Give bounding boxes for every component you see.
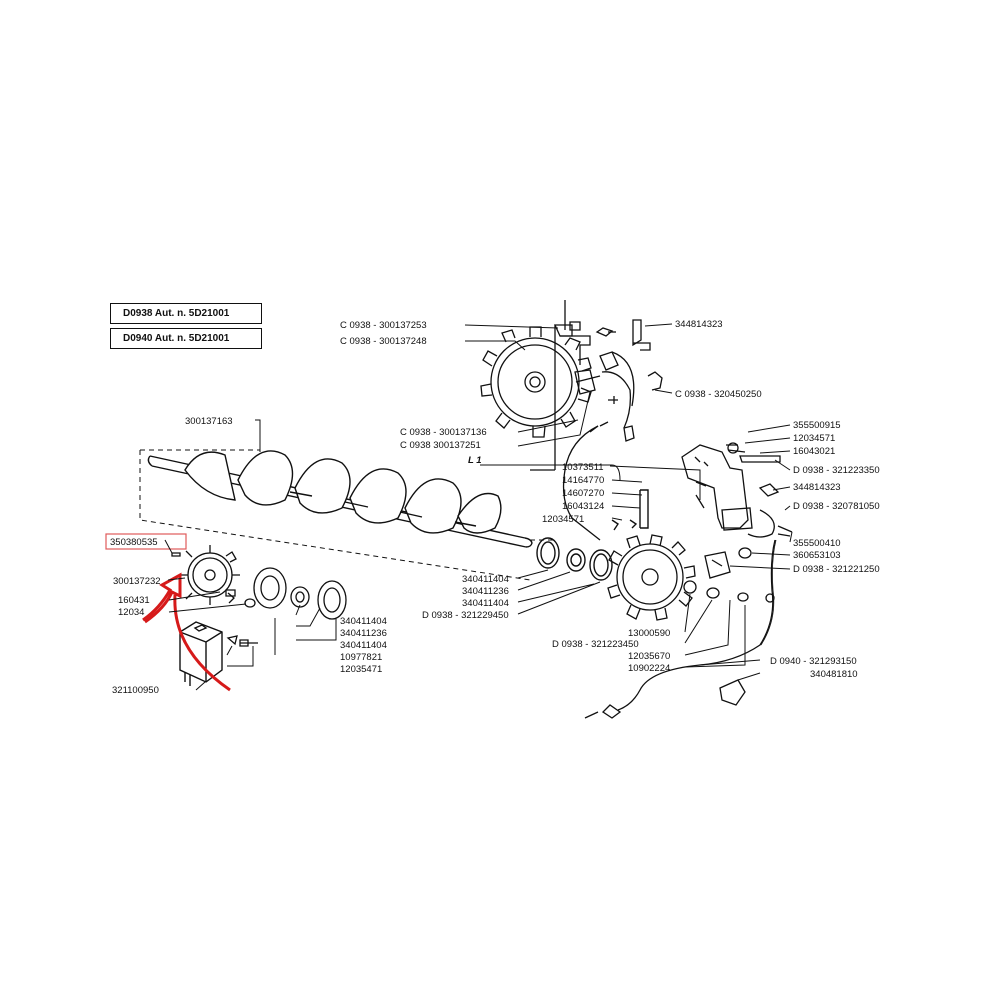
auger-screw bbox=[147, 450, 533, 548]
label-320450250: C 0938 - 320450250 bbox=[675, 389, 762, 400]
label-12034: 12034 bbox=[118, 607, 144, 618]
cable bbox=[584, 539, 777, 719]
top-bracket-assembly bbox=[553, 319, 663, 541]
label-300137136: C 0938 - 300137136 bbox=[400, 427, 487, 438]
label-344814323-top: 344814323 bbox=[675, 319, 723, 330]
label-10977821: 10977821 bbox=[340, 652, 382, 663]
label-321229450: D 0938 - 321229450 bbox=[422, 610, 509, 621]
label-360653103: 360653103 bbox=[793, 550, 841, 561]
label-355500410: 355500410 bbox=[793, 538, 841, 549]
label-340411404-b: 340411404 bbox=[340, 640, 387, 651]
label-300137251: C 0938 300137251 bbox=[400, 440, 481, 451]
motor-box bbox=[179, 621, 223, 686]
label-340411404-a: 340411404 bbox=[340, 616, 387, 627]
middle-bearings bbox=[536, 489, 649, 581]
highlight-box bbox=[105, 533, 187, 550]
right-sprocket bbox=[607, 534, 749, 621]
model-box-d0938: D0938 Aut. n. 5D21001 bbox=[110, 303, 262, 324]
label-321293150: D 0940 - 321293150 bbox=[770, 656, 857, 667]
label-16043124: 16043124 bbox=[562, 501, 604, 512]
label-344814323-right: 344814323 bbox=[793, 482, 841, 493]
label-300137163: 300137163 bbox=[185, 416, 233, 427]
label-10902224: 10902224 bbox=[628, 663, 670, 674]
curved-arrow-icon bbox=[173, 594, 231, 692]
label-12034571-b: 12034571 bbox=[542, 514, 584, 525]
label-300137248: C 0938 - 300137248 bbox=[340, 336, 427, 347]
model-box-d0938-text: D0938 Aut. n. 5D21001 bbox=[123, 308, 230, 319]
label-14607270: 14607270 bbox=[562, 488, 604, 499]
label-340411236-b: 340411236 bbox=[462, 586, 509, 597]
label-12035670: 12035670 bbox=[628, 651, 670, 662]
right-bracket bbox=[681, 442, 793, 579]
label-16043021: 16043021 bbox=[793, 446, 835, 457]
label-14164770: 14164770 bbox=[562, 475, 604, 486]
label-321223350: D 0938 - 321223350 bbox=[793, 465, 880, 476]
label-160431: 160431 bbox=[118, 595, 150, 606]
label-l1: L 1 bbox=[468, 455, 482, 466]
label-340411404-c: 340411404 bbox=[462, 574, 509, 585]
label-350380535: 350380535 bbox=[110, 537, 158, 548]
label-355500915: 355500915 bbox=[793, 420, 841, 431]
left-sprocket bbox=[171, 545, 347, 647]
label-340481810: 340481810 bbox=[810, 669, 858, 680]
label-10373511: 10373511 bbox=[562, 462, 604, 473]
model-box-d0940: D0940 Aut. n. 5D21001 bbox=[110, 328, 262, 349]
label-12035471: 12035471 bbox=[340, 664, 382, 675]
label-340411236-a: 340411236 bbox=[340, 628, 387, 639]
label-300137232: 300137232 bbox=[113, 576, 161, 587]
label-13000590: 13000590 bbox=[628, 628, 670, 639]
label-12034571-a: 12034571 bbox=[793, 433, 835, 444]
curved-arrow-icon bbox=[142, 572, 182, 624]
part-labels: L 1 C 0938 - 300137253 C 0938 - 30013724… bbox=[110, 319, 880, 696]
label-320781050: D 0938 - 320781050 bbox=[793, 501, 880, 512]
label-321100950: 321100950 bbox=[112, 685, 159, 696]
leader-lines bbox=[164, 323, 793, 691]
model-box-d0940-text: D0940 Aut. n. 5D21001 bbox=[123, 333, 230, 344]
label-321223450: D 0938 - 321223450 bbox=[552, 639, 639, 650]
label-321221250: D 0938 - 321221250 bbox=[793, 564, 880, 575]
top-sprocket bbox=[480, 300, 592, 471]
label-300137253: C 0938 - 300137253 bbox=[340, 320, 427, 331]
label-340411404-d: 340411404 bbox=[462, 598, 509, 609]
